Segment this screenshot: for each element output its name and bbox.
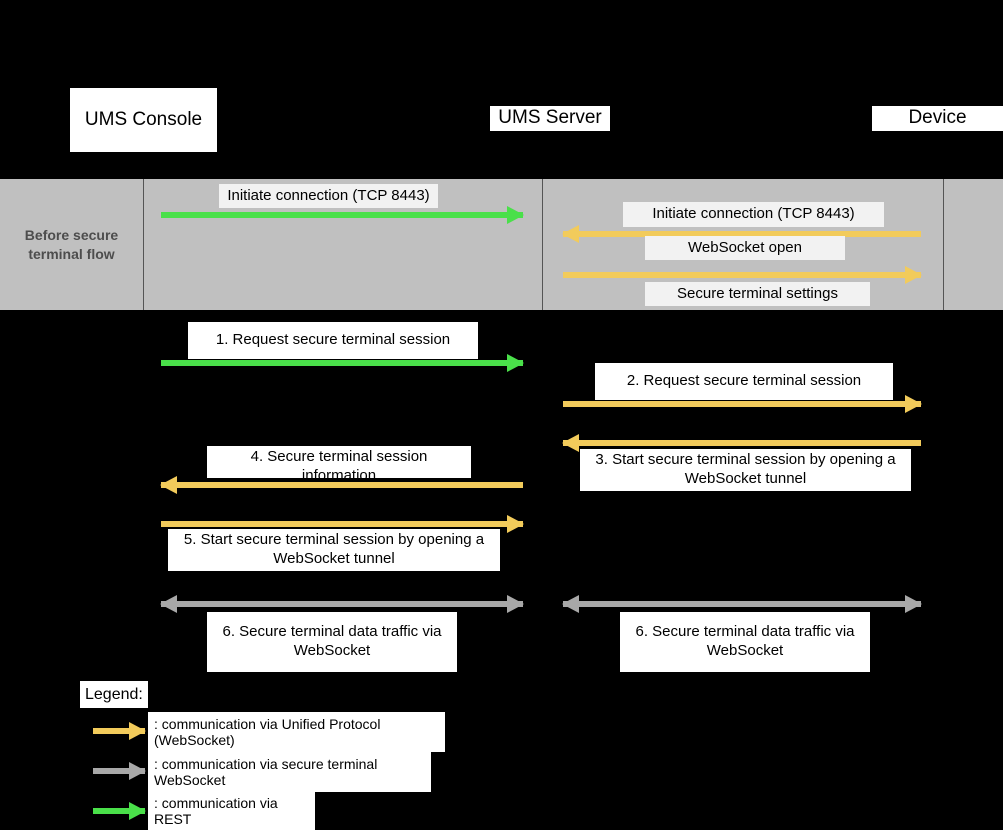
arrow-shaft	[563, 440, 921, 446]
arrow-head-left-icon	[160, 476, 177, 494]
arrow-shaft	[563, 401, 921, 407]
arrow-shaft	[563, 231, 921, 237]
band-message-label-websocket-open: WebSocket open	[645, 236, 845, 260]
arrow-head-left-icon	[562, 225, 579, 243]
message-label-step-6b: 6. Secure terminal data traffic via WebS…	[620, 612, 870, 672]
message-label-step-4: 4. Secure terminal session information	[207, 446, 471, 478]
message-label-step-3: 3. Start secure terminal session by open…	[580, 449, 911, 491]
message-label-step-2: 2. Request secure terminal session	[595, 363, 893, 400]
arrow-head-right-icon	[507, 515, 524, 533]
arrow-shaft	[161, 482, 523, 488]
legend-label-terminal: : communication via secure terminal WebS…	[148, 752, 431, 792]
arrow-head-left-icon	[562, 595, 579, 613]
arrow-shaft	[161, 212, 523, 218]
legend-label-rest: : communication via REST	[148, 792, 315, 830]
arrow-head-right-icon	[905, 395, 922, 413]
arrow-head-right-icon	[507, 354, 524, 372]
arrow-head-right-icon	[507, 595, 524, 613]
arrow-head-right-icon	[905, 595, 922, 613]
arrow-shaft	[563, 601, 921, 607]
arrow-shaft	[161, 521, 523, 527]
band-message-label-initiate-connection-device: Initiate connection (TCP 8443)	[623, 202, 884, 227]
message-label-step-6a: 6. Secure terminal data traffic via WebS…	[207, 612, 457, 672]
legend-label-unified: : communication via Unified Protocol (We…	[148, 712, 445, 752]
band-divider-device	[943, 179, 944, 310]
arrow-head-left-icon	[160, 595, 177, 613]
arrow-shaft	[161, 601, 523, 607]
phase-band-label: Before secure terminal flow	[24, 226, 119, 262]
participant-device: Device	[872, 106, 1003, 131]
message-label-step-5: 5. Start secure terminal session by open…	[168, 529, 500, 571]
arrow-head-right-icon	[129, 762, 146, 780]
arrow-shaft	[93, 728, 145, 734]
arrow-head-right-icon	[507, 206, 524, 224]
arrow-head-right-icon	[129, 802, 146, 820]
arrow-shaft	[93, 768, 145, 774]
band-divider-console	[143, 179, 144, 310]
arrow-head-left-icon	[562, 434, 579, 452]
arrow-shaft	[93, 808, 145, 814]
legend-title: Legend:	[80, 681, 148, 708]
arrow-shaft	[161, 360, 523, 366]
band-message-label-secure-terminal-settings: Secure terminal settings	[645, 282, 870, 306]
band-message-label-initiate-connection-console: Initiate connection (TCP 8443)	[219, 184, 438, 208]
participant-ums-console: UMS Console	[70, 88, 217, 152]
participant-ums-server: UMS Server	[490, 106, 610, 131]
band-divider-server	[542, 179, 543, 310]
arrow-shaft	[563, 272, 921, 278]
arrow-head-right-icon	[905, 266, 922, 284]
message-label-step-1: 1. Request secure terminal session	[188, 322, 478, 359]
arrow-head-right-icon	[129, 722, 146, 740]
